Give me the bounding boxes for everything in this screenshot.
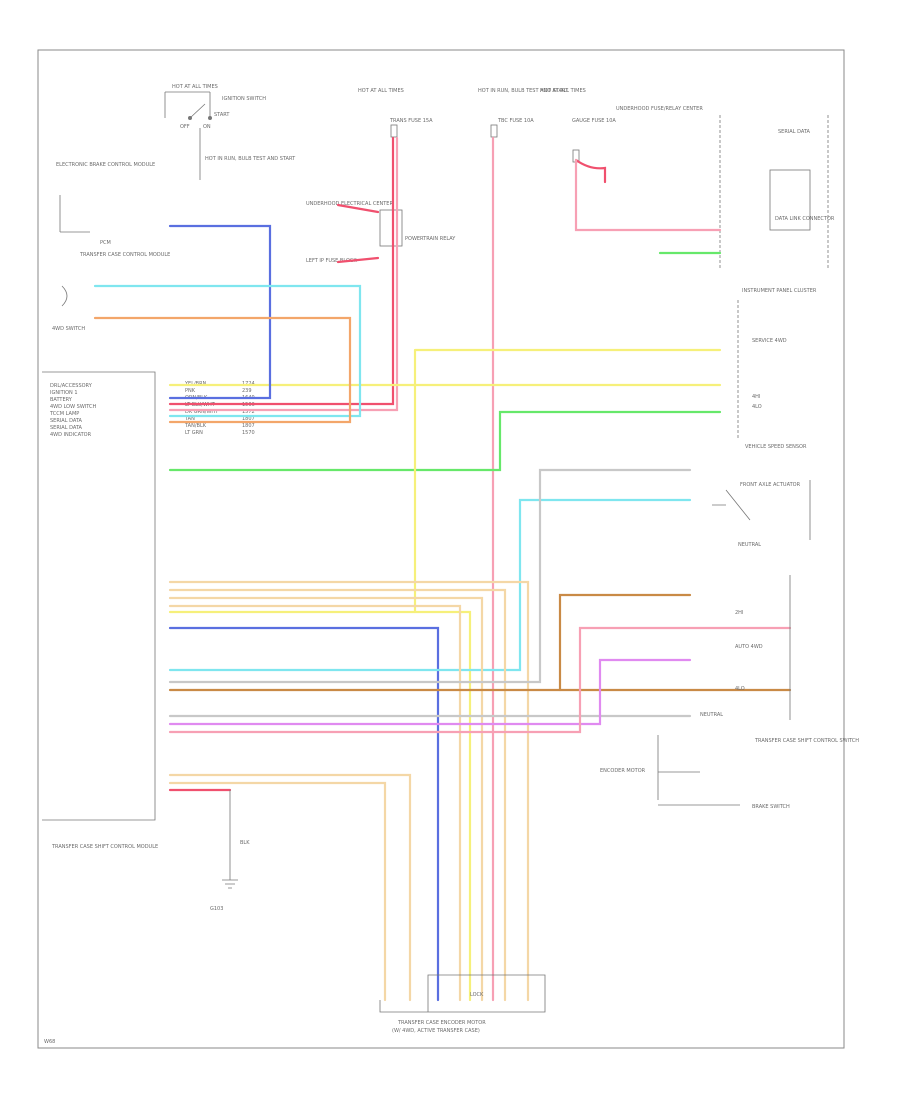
- encoder-motor: LOCK TRANSFER CASE ENCODER MOTOR (W/ 4WD…: [379, 974, 546, 1034]
- hot-run-label-3: HOT AT ALL TIMES: [540, 88, 586, 94]
- wire-set: [93, 136, 792, 1002]
- pin-circuit: 1572: [242, 409, 255, 415]
- powertrain-relay-box: [379, 209, 403, 247]
- ground-symbol: BLK G103: [210, 790, 250, 912]
- pcm-label: PCM: [100, 240, 111, 246]
- neutral-label-2: NEUTRAL: [700, 712, 723, 718]
- tccm-outline: [42, 371, 156, 821]
- relay-contact-label: LEFT IP FUSE BLOCK: [306, 258, 357, 264]
- fuse-gauge-label: GAUGE FUSE 10A: [572, 118, 616, 124]
- neutral-label: NEUTRAL: [738, 542, 761, 548]
- pin-wire-color: PNK: [185, 388, 196, 394]
- ignition-switch-label: IGNITION SWITCH: [222, 96, 266, 102]
- pin-circuit: 1807: [242, 416, 255, 422]
- encoder-lock-label: LOCK: [470, 992, 484, 998]
- two-hi-label: 2HI: [735, 610, 743, 616]
- pin-label: 4WD LOW SWITCH: [50, 404, 96, 410]
- ground-wire-label: BLK: [240, 840, 250, 846]
- four-lo-label-2: 4LO: [735, 686, 745, 692]
- relay-coil-label: UNDERHOOD ELECTRICAL CENTER: [306, 201, 393, 207]
- hot-all-times-2-label: HOT AT ALL TIMES: [358, 88, 404, 94]
- vehicle-speed-label: VEHICLE SPEED SENSOR: [745, 444, 807, 450]
- motor-ground-label: ENCODER MOTOR: [600, 768, 646, 774]
- pin-circuit: 239: [242, 388, 252, 394]
- serial-data-label: SERIAL DATA: [778, 129, 811, 135]
- encoder-subtitle: (W/ 4WD, ACTIVE TRANSFER CASE): [392, 1028, 480, 1034]
- brake-switch-label: BRAKE SWITCH: [752, 804, 790, 810]
- front-axle-switch: [712, 489, 751, 521]
- pin-circuit: 1570: [242, 430, 255, 436]
- four-hi-label: 4HI: [752, 394, 760, 400]
- brake-switch-wiring: [657, 735, 740, 806]
- pin-label: TCCM LAMP: [49, 411, 79, 417]
- powertrain-relay-label: POWERTRAIN RELAY: [405, 236, 456, 242]
- ebcm-connector: [59, 195, 90, 233]
- 4wd-switch-label: 4WD SWITCH: [52, 326, 85, 332]
- hot-at-all-times-label: HOT AT ALL TIMES: [172, 84, 218, 90]
- ignition-switch: HOT AT ALL TIMES IGNITION SWITCH OFF STA…: [164, 84, 296, 180]
- tccm-switch-label: TRANSFER CASE SHIFT CONTROL SWITCH: [754, 738, 859, 744]
- instrument-cluster-top: SERIAL DATA DATA LINK CONNECTOR: [719, 115, 835, 270]
- front-axle-label: FRONT AXLE ACTUATOR: [740, 482, 801, 488]
- data-link-label: DATA LINK CONNECTOR: [775, 216, 835, 222]
- pin-label: IGNITION 1: [50, 390, 78, 396]
- encoder-title: TRANSFER CASE ENCODER MOTOR: [397, 1020, 486, 1026]
- fuses: [390, 124, 580, 163]
- pin-label: 4WD INDICATOR: [50, 432, 92, 438]
- diagram-id: W68: [44, 1039, 55, 1045]
- pin-wire-color: LT GRN: [185, 430, 203, 436]
- pin-label: BATTERY: [50, 397, 73, 403]
- fuse-trans-label: TRANS FUSE 15A: [389, 118, 433, 124]
- pin-label: DRL/ACCESSORY: [50, 383, 93, 389]
- tccm-note-label: TRANSFER CASE CONTROL MODULE: [79, 252, 170, 258]
- start-label: START: [214, 112, 230, 118]
- service-4wd-label: SERVICE 4WD: [752, 338, 787, 344]
- fuse-tbc-label: TBC FUSE 10A: [497, 118, 534, 124]
- four-lo-label: 4LO: [752, 404, 762, 410]
- instrument-cluster-label: INSTRUMENT PANEL CLUSTER: [742, 288, 817, 294]
- underhood-fuse-relay-label: UNDERHOOD FUSE/RELAY CENTER: [616, 106, 703, 112]
- pin-label: SERIAL DATA: [50, 425, 83, 431]
- pin-circuit: 1807: [242, 423, 255, 429]
- pin-wire-color: TAN: [184, 416, 195, 422]
- 4wd-switch-symbol: [61, 285, 68, 307]
- diagram-frame: [37, 49, 845, 1049]
- module-name-label: TRANSFER CASE SHIFT CONTROL MODULE: [51, 844, 158, 850]
- electronic-brake-label: ELECTRONIC BRAKE CONTROL MODULE: [56, 162, 155, 168]
- hot-run-bulb-label: HOT IN RUN, BULB TEST AND START: [478, 88, 569, 94]
- pin-wire-color: DK GRN/WHT: [185, 409, 219, 415]
- on-label: ON: [203, 124, 211, 130]
- ground-label: G103: [210, 906, 223, 912]
- hot-run-start-label: HOT IN RUN, BULB TEST AND START: [205, 156, 296, 162]
- off-label: OFF: [180, 124, 190, 130]
- pin-label: SERIAL DATA: [50, 418, 83, 424]
- pin-wire-color: TAN/BLK: [184, 423, 207, 429]
- auto-4wd-label: AUTO 4WD: [735, 644, 763, 650]
